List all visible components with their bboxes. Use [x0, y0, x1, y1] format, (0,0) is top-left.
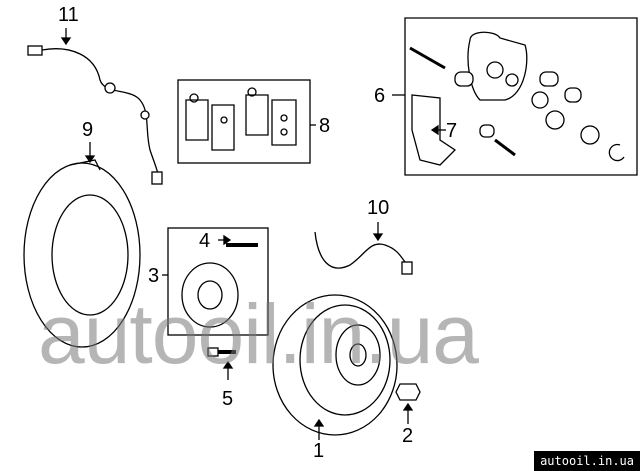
- callout-6: 6: [374, 85, 386, 107]
- watermark: autooil.in.ua: [38, 287, 479, 381]
- callout-4: 4: [199, 230, 211, 252]
- abs-sensor-wire: [27, 45, 163, 185]
- site-badge: autooil.in.ua: [534, 451, 640, 471]
- brake-rotor: [272, 294, 398, 436]
- hub-assembly: [167, 227, 269, 336]
- brake-pads: [177, 79, 311, 164]
- callout-1: 1: [313, 440, 325, 462]
- callout-8: 8: [319, 115, 331, 137]
- caliper-assembly: [404, 17, 638, 176]
- callout-5: 5: [222, 388, 234, 410]
- lug-nut: [395, 383, 421, 401]
- callout-9: 9: [82, 119, 94, 141]
- callout-10: 10: [367, 197, 390, 219]
- callout-2: 2: [402, 425, 414, 447]
- callout-7: 7: [446, 120, 458, 142]
- speed-sensor: [314, 231, 413, 275]
- callout-3: 3: [148, 265, 160, 287]
- hub-bolt: [207, 347, 236, 357]
- callout-11: 11: [58, 4, 79, 26]
- backing-plate: [23, 159, 141, 348]
